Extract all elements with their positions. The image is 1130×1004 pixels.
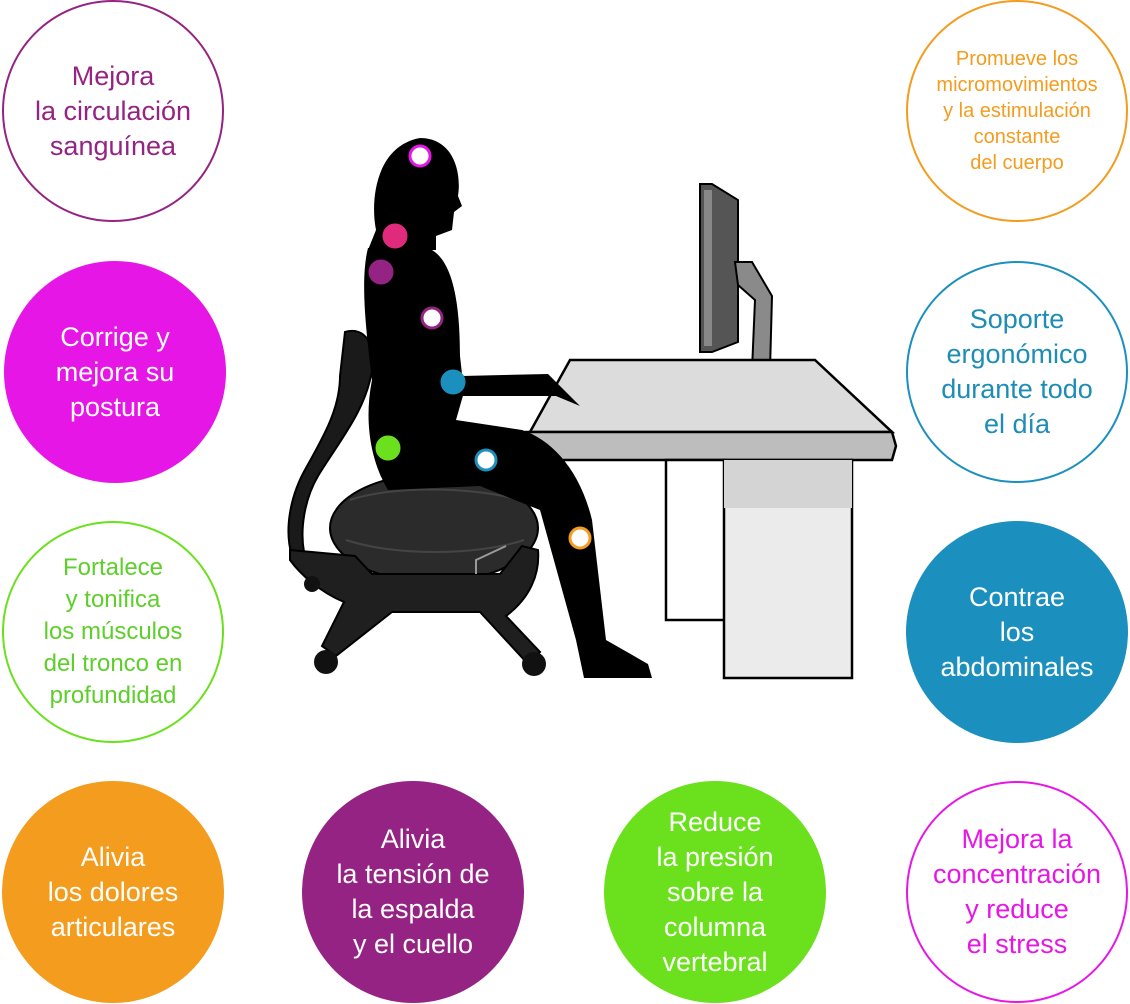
desk	[522, 358, 898, 680]
neck-marker	[382, 223, 408, 249]
upper-back-marker	[368, 259, 394, 285]
body-markers	[368, 144, 592, 550]
benefit-concentration: Mejora la concentración y reduce el stre…	[906, 781, 1128, 1003]
hip-marker	[474, 448, 498, 472]
shoulder-marker	[420, 306, 444, 330]
benefit-ergonomic: Soporte ergonómico durante todo el día	[906, 261, 1128, 483]
benefit-back-neck: Alivia la tensión de la espalda y el cue…	[302, 781, 524, 1003]
knee-marker	[568, 526, 592, 550]
benefit-spine: Reduce la presión sobre la columna verte…	[604, 781, 826, 1003]
head-marker	[408, 144, 432, 168]
benefit-circulation: Mejora la circulación sanguínea	[2, 0, 224, 222]
benefit-posture: Corrige y mejora su postura	[4, 261, 226, 483]
abdomen-marker	[375, 435, 401, 461]
benefit-micromovements: Promueve los micromovimientos y la estim…	[906, 0, 1128, 222]
benefit-abdominals: Contrae los abdominales	[906, 521, 1128, 743]
benefit-joints: Alivia los dolores articulares	[2, 781, 224, 1003]
benefit-core: Fortalece y tonifica los músculos del tr…	[2, 521, 224, 743]
elbow-marker	[440, 369, 466, 395]
chair-base	[289, 544, 546, 676]
